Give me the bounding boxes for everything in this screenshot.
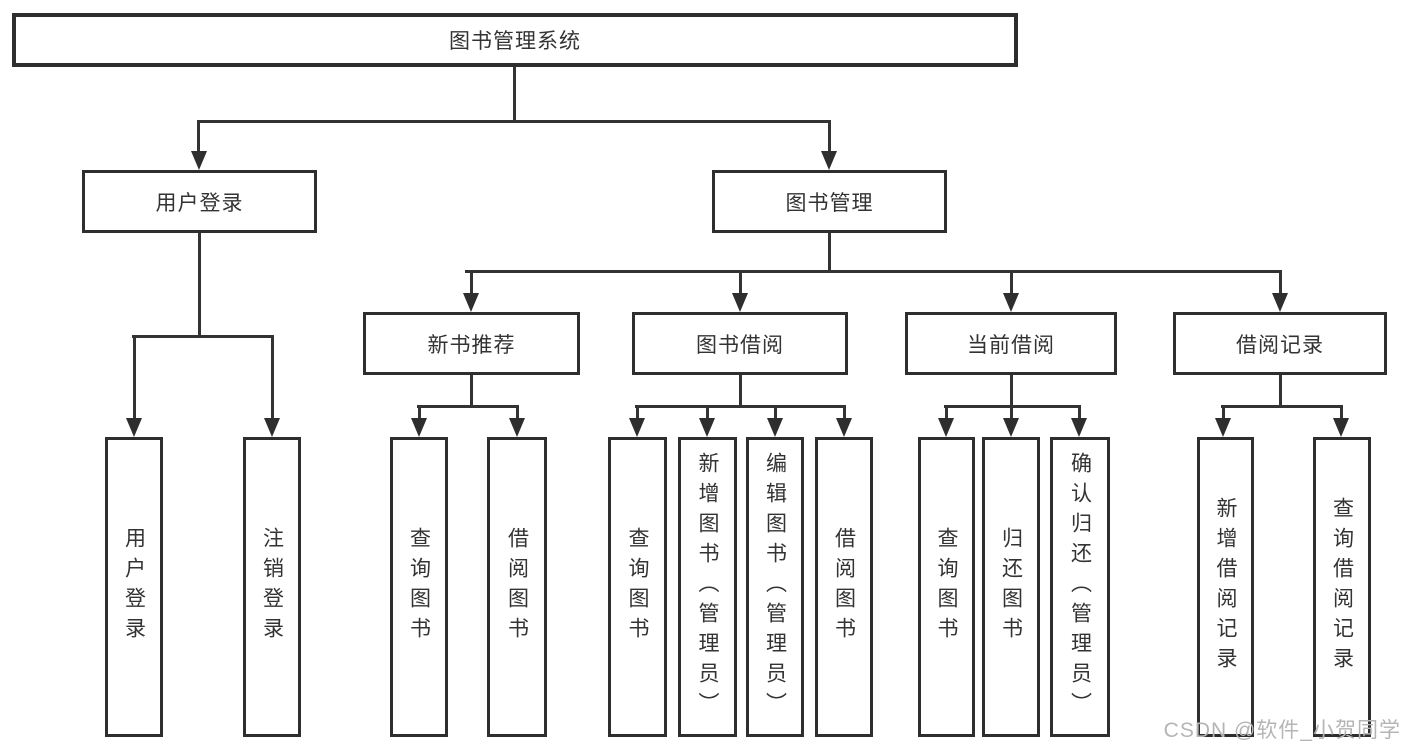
connector-line bbox=[635, 405, 845, 408]
connector-line bbox=[470, 375, 473, 405]
csdn-watermark: CSDN @软件_小贺同学 bbox=[1163, 719, 1401, 742]
node-borrow-records: 借阅记录 bbox=[1173, 312, 1387, 375]
arrowhead-down-icon bbox=[821, 151, 837, 170]
arrowhead-down-icon bbox=[1272, 293, 1288, 312]
node-user-login-action: 用户登录 bbox=[105, 437, 163, 737]
node-confirm-return-admin: 确认归还（管理员） bbox=[1050, 437, 1110, 737]
node-user-login: 用户登录 bbox=[82, 170, 317, 233]
connector-line bbox=[828, 233, 831, 270]
node-query-books-current: 查询图书 bbox=[918, 437, 975, 737]
arrowhead-down-icon bbox=[699, 418, 715, 437]
arrowhead-down-icon bbox=[1215, 418, 1231, 437]
connector-line bbox=[774, 405, 777, 419]
connector-line bbox=[465, 270, 1282, 273]
node-query-books-borrow: 查询图书 bbox=[608, 437, 667, 737]
arrowhead-down-icon bbox=[836, 418, 852, 437]
connector-line bbox=[197, 120, 200, 153]
connector-line bbox=[739, 270, 742, 295]
node-add-borrow-record: 新增借阅记录 bbox=[1197, 437, 1254, 737]
connector-line bbox=[133, 335, 136, 419]
arrowhead-down-icon bbox=[938, 418, 954, 437]
connector-line bbox=[945, 405, 948, 419]
arrowhead-down-icon bbox=[1003, 418, 1019, 437]
arrowhead-down-icon bbox=[411, 418, 427, 437]
connector-line bbox=[513, 67, 516, 120]
connector-line bbox=[132, 335, 273, 338]
connector-line bbox=[470, 270, 473, 295]
arrowhead-down-icon bbox=[1003, 293, 1019, 312]
connector-line bbox=[1340, 405, 1343, 419]
node-new-book-recommend: 新书推荐 bbox=[363, 312, 580, 375]
node-book-management: 图书管理 bbox=[712, 170, 947, 233]
arrowhead-down-icon bbox=[126, 418, 142, 437]
connector-line bbox=[739, 375, 742, 405]
node-current-borrowing: 当前借阅 bbox=[905, 312, 1117, 375]
connector-line bbox=[197, 120, 831, 123]
connector-line bbox=[1010, 375, 1013, 405]
node-logout-action: 注销登录 bbox=[243, 437, 301, 737]
node-query-borrow-record: 查询借阅记录 bbox=[1313, 437, 1371, 737]
connector-line bbox=[1221, 405, 1343, 408]
node-book-borrowing: 图书借阅 bbox=[632, 312, 848, 375]
node-borrow-books: 借阅图书 bbox=[815, 437, 873, 737]
arrowhead-down-icon bbox=[767, 418, 783, 437]
arrowhead-down-icon bbox=[1071, 418, 1087, 437]
connector-line bbox=[198, 233, 201, 335]
node-return-books: 归还图书 bbox=[982, 437, 1040, 737]
node-borrow-books-recommend: 借阅图书 bbox=[487, 437, 547, 737]
connector-line bbox=[1010, 405, 1013, 419]
arrowhead-down-icon bbox=[264, 418, 280, 437]
connector-line bbox=[418, 405, 421, 419]
connector-line bbox=[636, 405, 639, 419]
node-library-management-system: 图书管理系统 bbox=[12, 13, 1018, 67]
arrowhead-down-icon bbox=[509, 418, 525, 437]
node-query-books-recommend: 查询图书 bbox=[390, 437, 448, 737]
connector-line bbox=[828, 120, 831, 153]
connector-line bbox=[516, 405, 519, 419]
connector-line bbox=[843, 405, 846, 419]
connector-line bbox=[417, 405, 518, 408]
connector-line bbox=[1279, 375, 1282, 405]
connector-line bbox=[1078, 405, 1081, 419]
arrowhead-down-icon bbox=[463, 293, 479, 312]
arrowhead-down-icon bbox=[1333, 418, 1349, 437]
connector-line bbox=[1279, 270, 1282, 295]
connector-line bbox=[271, 335, 274, 419]
connector-line bbox=[706, 405, 709, 419]
node-edit-books-admin: 编辑图书（管理员） bbox=[746, 437, 804, 737]
node-add-books-admin: 新增图书（管理员） bbox=[678, 437, 737, 737]
arrowhead-down-icon bbox=[191, 151, 207, 170]
arrowhead-down-icon bbox=[629, 418, 645, 437]
connector-line bbox=[1222, 405, 1225, 419]
connector-line bbox=[1010, 270, 1013, 295]
arrowhead-down-icon bbox=[732, 293, 748, 312]
